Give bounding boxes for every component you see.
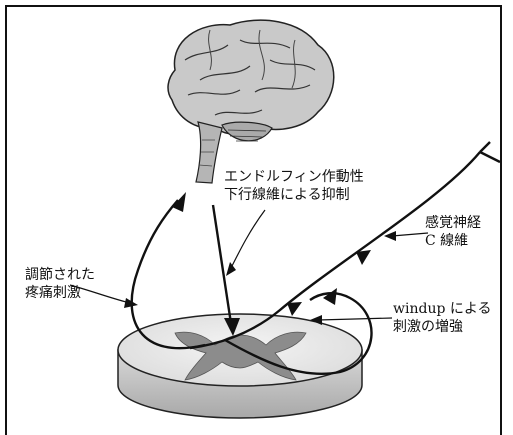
- windup-arrowhead: [323, 288, 337, 305]
- modulated-leader: [69, 284, 131, 304]
- windup-leader: [317, 317, 393, 321]
- ascending-pathway: [130, 199, 206, 350]
- endorphin-leader: [229, 209, 266, 271]
- endorphin-label-line2: 下行線維による抑制: [224, 187, 350, 203]
- endorphin-label-line1: エンドルフィン作動性: [224, 169, 364, 185]
- descending-pathway: [211, 204, 234, 331]
- brain-illustration: [167, 19, 335, 184]
- c-fiber-arrowhead-2: [287, 302, 302, 316]
- c-fiber-pathway: [189, 141, 501, 350]
- windup-label-line2: 刺激の増強: [393, 319, 463, 335]
- windup-label: windup による 刺激の増強: [393, 300, 491, 336]
- modulated-pain-label-line1: 調節された: [25, 267, 95, 283]
- modulated-pain-label-line2: 疼痛刺激: [25, 285, 81, 301]
- modulated-pain-label: 調節された 疼痛刺激: [25, 266, 95, 302]
- c-fiber-arrowhead-1: [356, 250, 371, 265]
- endorphin-label: エンドルフィン作動性 下行線維による抑制: [224, 168, 364, 204]
- sensory-fiber-label: 感覚神経 C 線維: [425, 214, 481, 250]
- sensory-fiber-label-line2: C 線維: [425, 233, 469, 249]
- spinal-cord-section: [117, 313, 363, 419]
- ascending-arrowhead: [172, 192, 186, 212]
- windup-label-line1: windup による: [393, 301, 492, 317]
- descending-arrowhead: [224, 318, 240, 336]
- sensory-fiber-label-line1: 感覚神経: [425, 215, 481, 231]
- diagram-frame: [5, 5, 502, 435]
- sensory-leader: [391, 232, 429, 237]
